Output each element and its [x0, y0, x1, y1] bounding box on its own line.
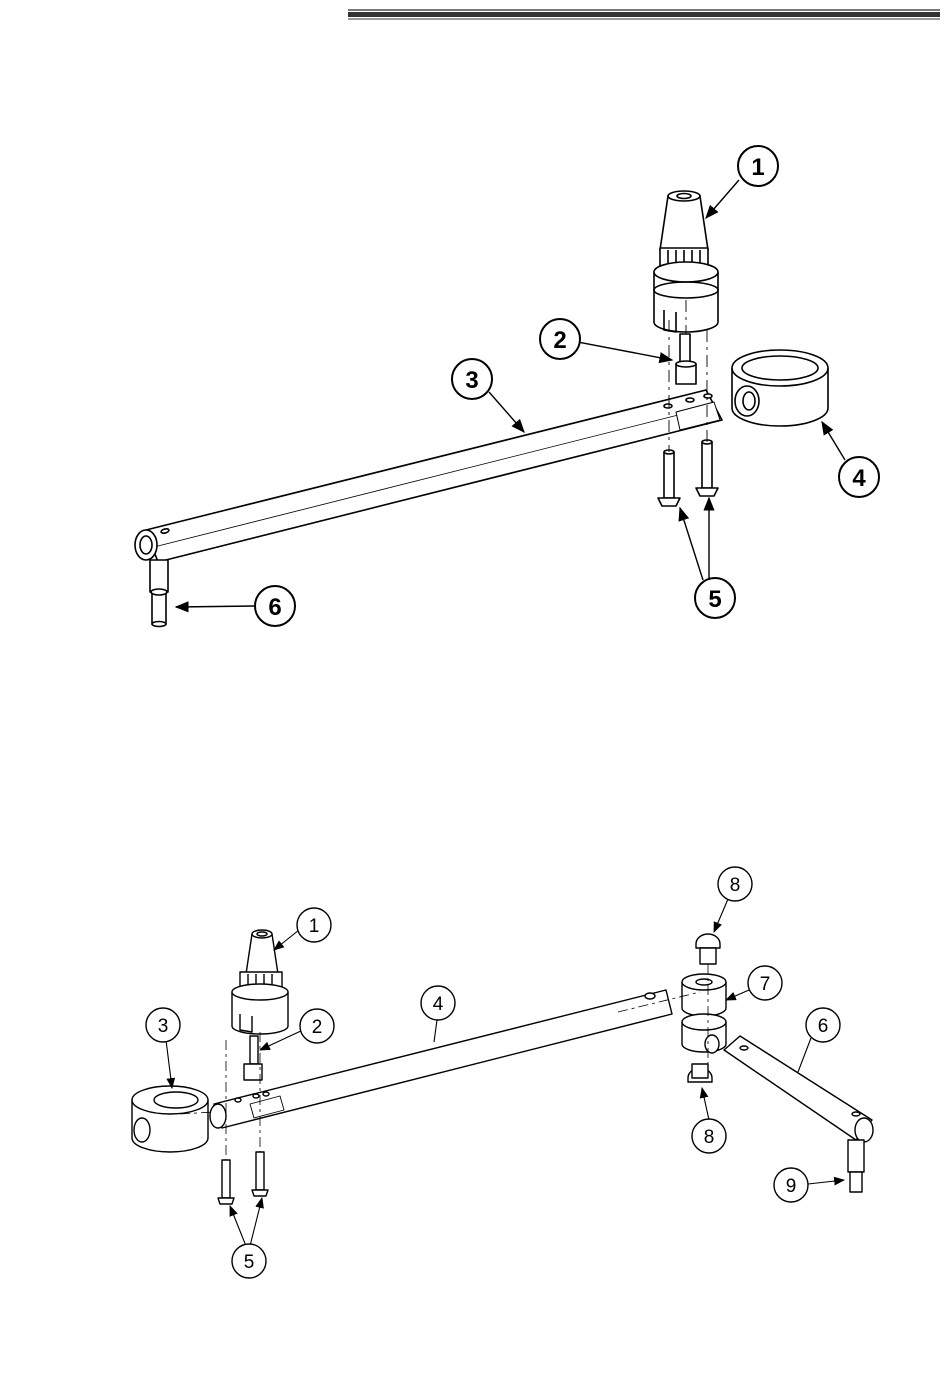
bottom-pin-part [848, 1140, 864, 1192]
svg-text:2: 2 [312, 1017, 323, 1038]
callout-bottom-7: 7 [748, 966, 782, 1000]
svg-text:1: 1 [309, 916, 320, 937]
callout-top-2: 2 [540, 319, 580, 359]
svg-text:8: 8 [704, 1127, 715, 1148]
bottom-screw-part [244, 1036, 262, 1080]
callout-bottom-3: 3 [146, 1008, 180, 1042]
callout-bottom-6: 6 [806, 1008, 840, 1042]
callout-top-6: 6 [255, 586, 295, 626]
callout-bottom-9: 9 [774, 1168, 808, 1202]
svg-text:3: 3 [158, 1016, 169, 1037]
callout-top-3: 3 [452, 359, 492, 399]
svg-text:9: 9 [786, 1176, 797, 1197]
svg-text:6: 6 [268, 594, 281, 621]
callout-top-1: 1 [738, 146, 778, 186]
bottom-clamp-ring-part [132, 1086, 208, 1152]
top-bolts-part [658, 440, 718, 506]
callout-bottom-8-upper: 8 [718, 867, 752, 901]
svg-text:1: 1 [751, 154, 764, 181]
bottom-short-arm-part [724, 1036, 873, 1142]
svg-text:8: 8 [730, 875, 741, 896]
callout-top-4: 4 [839, 457, 879, 497]
svg-text:2: 2 [553, 327, 566, 354]
bottom-swivel-part [682, 974, 726, 1053]
bottom-bolts-part [218, 1152, 268, 1204]
top-pin-part [150, 560, 168, 627]
svg-text:4: 4 [852, 465, 866, 492]
top-clamp-ring-part [732, 350, 828, 426]
top-arm-part [135, 390, 722, 562]
svg-text:5: 5 [708, 586, 721, 613]
callout-bottom-2: 2 [300, 1009, 334, 1043]
callout-bottom-8-lower: 8 [692, 1119, 726, 1153]
callout-bottom-4: 4 [421, 986, 455, 1020]
svg-text:3: 3 [465, 367, 478, 394]
svg-text:7: 7 [760, 974, 771, 995]
callout-bottom-5: 5 [232, 1244, 266, 1278]
svg-text:6: 6 [818, 1016, 829, 1037]
top-assembly [135, 191, 828, 627]
top-screw-part [676, 334, 696, 384]
callout-bottom-1: 1 [297, 908, 331, 942]
svg-text:5: 5 [244, 1252, 255, 1273]
svg-text:4: 4 [433, 994, 444, 1015]
callout-top-5: 5 [695, 578, 735, 618]
